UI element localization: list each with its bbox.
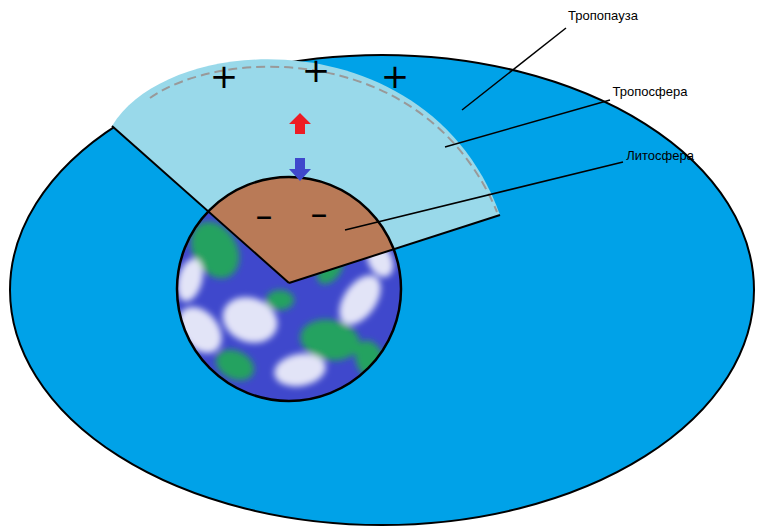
wedge-edge bbox=[112, 126, 289, 283]
leader-line bbox=[445, 100, 610, 147]
earth-swirl bbox=[350, 336, 390, 383]
earth-swirl bbox=[272, 350, 329, 391]
earth bbox=[112, 126, 500, 401]
troposphere-wedge bbox=[112, 59, 500, 283]
charge-sign: + bbox=[302, 53, 331, 87]
charge-sign: – bbox=[311, 196, 328, 230]
earth-swirl bbox=[211, 344, 259, 386]
charge-sign: + bbox=[381, 59, 410, 93]
lithosphere-cap bbox=[112, 126, 500, 283]
callout-label: Тропопауза bbox=[568, 9, 638, 23]
up-arrow bbox=[289, 113, 311, 134]
atmosphere-ellipse bbox=[10, 55, 754, 525]
earth-swirl bbox=[266, 290, 294, 310]
earth-outline bbox=[177, 177, 401, 401]
earth-swirl bbox=[331, 268, 389, 332]
down-arrow bbox=[289, 158, 311, 181]
charge-sign: + bbox=[210, 59, 239, 93]
leader-line bbox=[345, 162, 623, 230]
callout-label: Литосфера bbox=[626, 149, 694, 163]
leader-line bbox=[462, 28, 566, 110]
charge-sign: – bbox=[256, 198, 273, 232]
callout-label: Тропосфера bbox=[613, 85, 688, 99]
